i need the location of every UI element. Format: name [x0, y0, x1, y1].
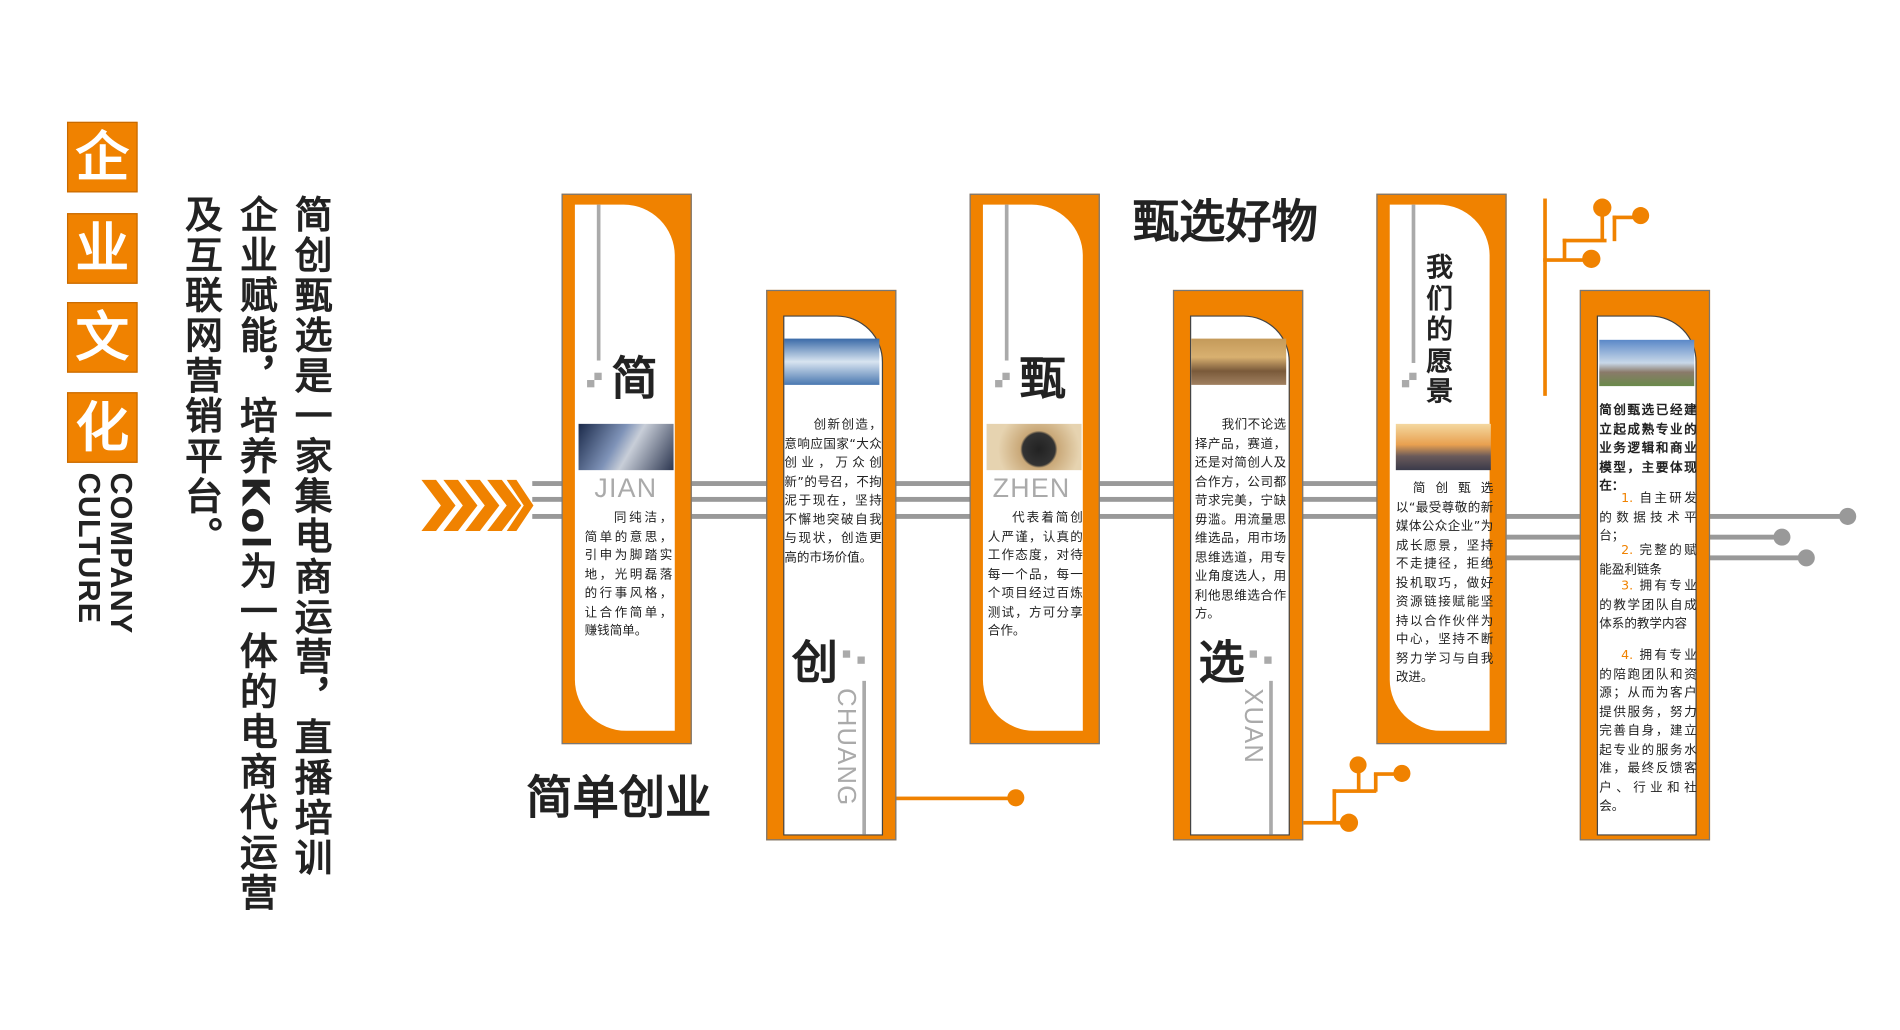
circuit-dot	[1339, 813, 1359, 832]
circuit-line	[1612, 215, 1617, 242]
connector-line	[532, 496, 1385, 502]
chevron-arrows-icon	[421, 479, 534, 532]
item-number: 3.	[1621, 578, 1634, 594]
line-end-dot	[1773, 528, 1791, 546]
heading-simple-startup: 简单创业	[526, 770, 712, 825]
list-item: 3. 拥有专业的教学团队自成体系的教学内容	[1599, 577, 1696, 634]
item-text: 拥有专业的教学团队自成体系的教学内容	[1599, 578, 1697, 631]
card-zhen: 甄 ZHEN 代表着简创人严谨，认真的工作态度，对待每一个品，每一个项目经过百炼…	[969, 193, 1100, 745]
card-text: 代表着简创人严谨，认真的工作态度，对待每一个品，每一个项目经过百炼测试，方可分享…	[987, 510, 1083, 639]
card-pinyin: XUAN	[1238, 688, 1267, 765]
circuit-line	[1600, 209, 1605, 242]
item-text: 自主研发的数据技术平台；	[1599, 490, 1697, 544]
line-end-dot	[1839, 507, 1857, 525]
handshake-photo	[578, 423, 674, 471]
list-item: 4. 拥有专业的陪跑团队和资源；从而为客户提供服务，努力完善自身，建立起专业的服…	[1599, 647, 1696, 817]
card-title: 简	[611, 352, 658, 406]
gold-photo	[1191, 338, 1287, 385]
item-text: 拥有专业的陪跑团队和资源；从而为客户提供服务，努力完善自身，建立起专业的服务水准…	[1599, 647, 1697, 814]
item-text: 完整的赋能盈利链条	[1599, 543, 1697, 577]
circuit-dot	[1582, 249, 1601, 268]
card-title: 创	[791, 635, 839, 690]
circuit-line	[1373, 773, 1378, 792]
circuit-line	[896, 796, 1013, 801]
circuit-dot	[1393, 764, 1411, 782]
hiker-photo	[1395, 423, 1491, 471]
connector-line	[532, 513, 1385, 519]
circuit-dot	[1593, 198, 1612, 217]
culture-char-box: 文	[66, 302, 138, 373]
item-number: 2.	[1621, 543, 1634, 558]
connector-line	[532, 481, 1385, 486]
circuit-line	[1303, 820, 1346, 825]
circuit-line	[1543, 258, 1592, 262]
card-pinyin: CHUANG	[831, 688, 860, 807]
card-pinyin: ZHEN	[992, 472, 1071, 504]
card-business-model: 简创甄选已经建立起成熟专业的业务逻辑和商业模型，主要体现在： 1. 自主研发的数…	[1579, 289, 1711, 841]
card-text: 同纯洁，简单的意思，引申为脚踏实地，光明磊落的行事风格，让合作简单，赚钱简单。	[584, 510, 673, 639]
card-pinyin: JIAN	[594, 472, 658, 504]
list-item: 1. 自主研发的数据技术平台；	[1599, 490, 1696, 547]
list-item: 2. 完整的赋能盈利链条	[1599, 542, 1696, 580]
circuit-line	[1612, 215, 1637, 220]
dragon-photo	[784, 338, 880, 385]
circuit-dot	[1349, 756, 1367, 774]
card-title: 选	[1198, 635, 1245, 690]
heading-curated-goods: 甄选好物	[1132, 194, 1318, 249]
intro-line-2: 企业赋能，培养Kol为一体的电商代运营	[232, 194, 277, 913]
card-title: 我们的愿景	[1426, 253, 1454, 409]
culture-char-box: 化	[66, 392, 138, 463]
circuit-line	[1356, 767, 1361, 792]
circuit-dot	[1007, 789, 1025, 807]
item-number: 1.	[1621, 490, 1634, 506]
compass-photo	[986, 423, 1082, 471]
card-xuan: 我们不论选择产品，赛道，还是对简创人及合作方，公司都苛求完美，宁缺毋滥。用流量思…	[1172, 289, 1304, 841]
culture-char-box: 业	[66, 213, 138, 284]
ants-photo	[1599, 339, 1695, 387]
circuit-dot	[1632, 207, 1650, 225]
circuit-line	[1373, 772, 1396, 776]
decor-line	[596, 204, 601, 361]
card-title: 甄	[1019, 352, 1066, 406]
circuit-line	[1332, 789, 1337, 824]
intro-line-3: 及互联网营销平台。	[177, 194, 222, 557]
circuit-line	[1562, 238, 1607, 243]
card-jian: 简 JIAN 同纯洁，简单的意思，引申为脚踏实地，光明磊落的行事风格，让合作简单…	[561, 193, 692, 745]
card-text: 我们不论选择产品，赛道，还是对简创人及合作方，公司都苛求完美，宁缺毋滥。用流量思…	[1194, 417, 1287, 622]
card-vision: 我们的愿景 简创甄选以“最受尊敬的新媒体公众企业”为成长愿景，坚持不走捷径，拒绝…	[1376, 193, 1507, 745]
card-intro: 简创甄选已经建立起成熟专业的业务逻辑和商业模型，主要体现在：	[1599, 403, 1697, 494]
culture-char-box: 企	[66, 121, 138, 193]
company-culture-label: COMPANY CULTURE	[71, 472, 138, 634]
item-number: 4.	[1621, 647, 1634, 663]
line-end-dot	[1797, 549, 1815, 567]
circuit-line	[1543, 198, 1547, 396]
circuit-line	[1562, 238, 1567, 261]
card-chuang: 创新创造，意响应国家“大众创业，万众创新”的号召，不拘泥于现在，坚持不懈地突破自…	[766, 289, 897, 841]
circuit-line	[1332, 789, 1377, 793]
card-text: 简创甄选以“最受尊敬的新媒体公众企业”为成长愿景，坚持不走捷径，拒绝投机取巧，做…	[1395, 481, 1494, 685]
card-text: 创新创造，意响应国家“大众创业，万众创新”的号召，不拘泥于现在，坚持不懈地突破自…	[784, 417, 882, 565]
intro-line-1: 简创甄选是一家集电商运营，直播培训	[287, 194, 332, 879]
